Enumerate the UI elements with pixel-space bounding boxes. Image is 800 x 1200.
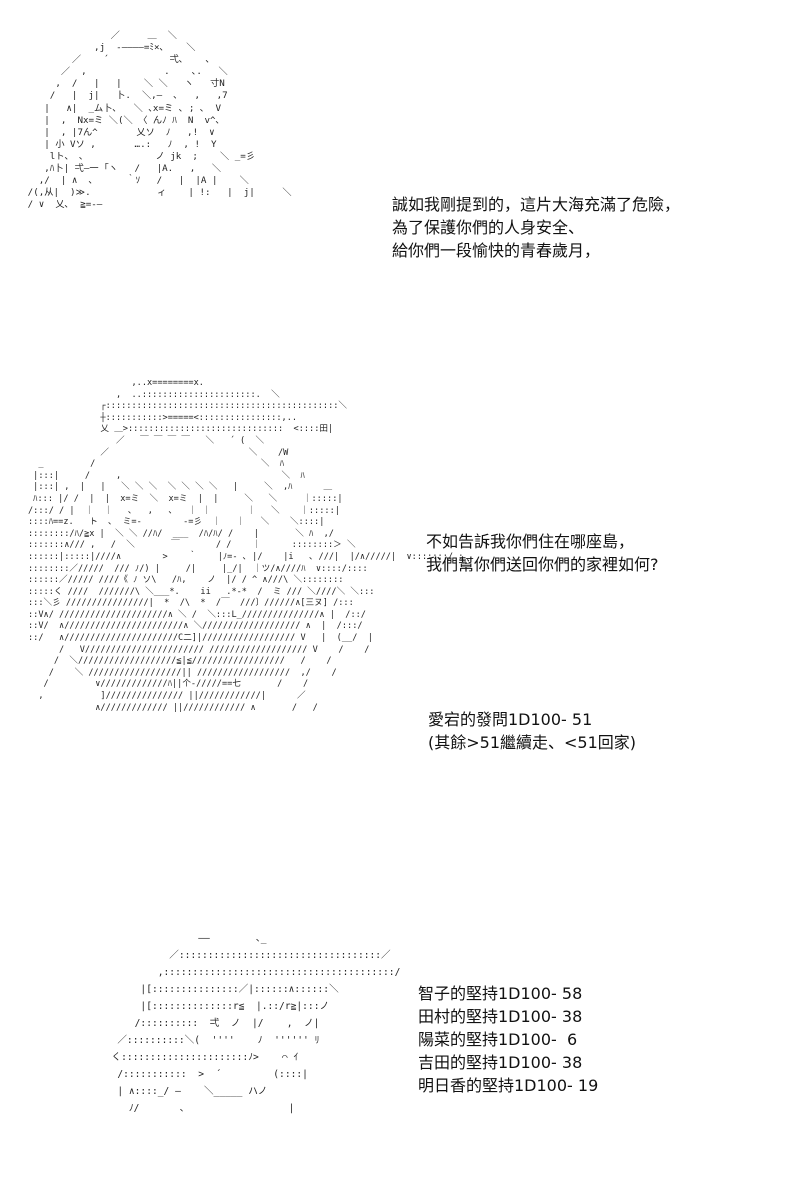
dialog-line: 給你們一段愉快的青春歲月， — [392, 241, 601, 260]
roll-line: (其餘>51繼續走、<51回家) — [428, 733, 637, 752]
dialog-text-1: 誠如我剛提到的，這片大海充滿了危險， 為了保護你們的人身安全、給你們一段愉快的青春… — [392, 193, 680, 262]
dice-roll-results: 智子的堅持1D100- 58 田村的堅持1D100- 38 陽菜的堅持1D100- … — [418, 982, 598, 1097]
ascii-art-character-2: ,..x========x. , ..:::::::::::::::::::::… — [28, 378, 464, 713]
ascii-art-character-3: ―― ､_ ／:::::::::::::::::::::::::::::::::… — [111, 933, 401, 1114]
ascii-art-character-1: ／ ＿ ＼ ,j -――――=ﾐ×､ ＼ ／ ´ 弌､ ､ ／ , . ､. ＼… — [27, 30, 681, 260]
dialog-line: 不如告訴我你們住在哪座島， — [426, 532, 635, 551]
dialog-line: 為了保護你們的人身安全、 — [392, 218, 585, 237]
roll-result: 田村的堅持1D100- 38 — [418, 1007, 583, 1026]
dialog-line: 我們幫你們送回你們的家裡如何? — [426, 555, 659, 574]
roll-result: 吉田的堅持1D100- 38 — [418, 1053, 583, 1072]
dialog-text-2: 不如告訴我你們住在哪座島， 我們幫你們送回你們的家裡如何? — [426, 530, 659, 576]
panel-1: ／ ＿ ＼ ,j -――――=ﾐ×､ ＼ ／ ´ 弌､ ､ ／ , . ､. ＼… — [0, 30, 800, 360]
dice-roll-question: 愛宕的發問1D100- 51 (其餘>51繼續走、<51回家) — [428, 708, 636, 754]
roll-result: 明日香的堅持1D100- 19 — [418, 1076, 599, 1095]
panel-2: ,..x========x. , ..:::::::::::::::::::::… — [0, 378, 800, 828]
panel-3: ―― ､_ ／:::::::::::::::::::::::::::::::::… — [0, 930, 800, 1150]
roll-result: 陽菜的堅持1D100- 6 — [418, 1030, 578, 1049]
dialog-line: 誠如我剛提到的，這片大海充滿了危險， — [392, 195, 681, 214]
roll-line: 愛宕的發問1D100- 51 — [428, 710, 593, 729]
roll-result: 智子的堅持1D100- 58 — [418, 984, 583, 1003]
